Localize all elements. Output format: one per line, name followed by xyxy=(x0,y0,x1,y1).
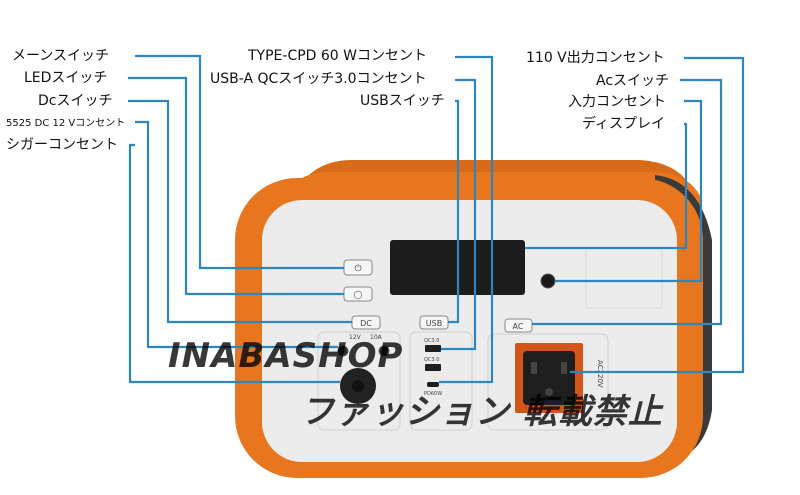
label-usb-switch: USBスイッチ xyxy=(360,93,445,109)
qc-label-2: QC3.0 xyxy=(424,357,439,363)
dc-spec-1: 12V xyxy=(349,334,362,341)
label-dc-5525-outlet: 5525 DC 12 Vコンセント xyxy=(6,118,126,129)
svg-text:⏻: ⏻ xyxy=(354,263,361,274)
label-usb-a-qc-outlet: USB-A QCスイッチ3.0コンセント xyxy=(210,71,427,87)
usb-button-label: USB xyxy=(426,319,442,328)
label-main-switch: メーンスイッチ xyxy=(12,48,110,64)
label-display: ディスプレイ xyxy=(582,116,666,132)
ac-button-label: AC xyxy=(513,322,524,331)
pd-label: PD60W xyxy=(424,391,442,397)
usb-a-port-2 xyxy=(425,364,441,371)
label-input-outlet: 入力コンセント xyxy=(568,94,666,110)
ac-button xyxy=(504,318,533,333)
dc-button-label: DC xyxy=(360,319,372,328)
input-port xyxy=(540,273,556,289)
usb-a-port-1 xyxy=(425,345,441,352)
watermark-no-reprint: ファッション 転載禁止 xyxy=(300,392,663,432)
svg-text:◯: ◯ xyxy=(354,290,363,299)
dc5525-port-2 xyxy=(378,345,390,357)
label-110v-outlet: 110 V出力コンセント xyxy=(526,50,665,66)
dc5525-port-1 xyxy=(337,345,349,357)
watermark-shop-name: INABASHOP xyxy=(168,336,404,376)
label-dc-switch: Dcスイッチ xyxy=(38,93,113,109)
dc-spec-2: 10A xyxy=(370,334,383,341)
label-ac-switch: Acスイッチ xyxy=(596,73,670,89)
label-type-c-pd-outlet: TYPE-CPD 60 Wコンセント xyxy=(248,48,427,64)
usb-c-port xyxy=(427,382,439,387)
ac-side-label: AC220V xyxy=(596,360,604,388)
label-cigar-outlet: シガーコンセント xyxy=(6,137,118,153)
label-led-switch: LEDスイッチ xyxy=(24,70,108,86)
qc-label-1: QC3.0 xyxy=(424,338,439,344)
